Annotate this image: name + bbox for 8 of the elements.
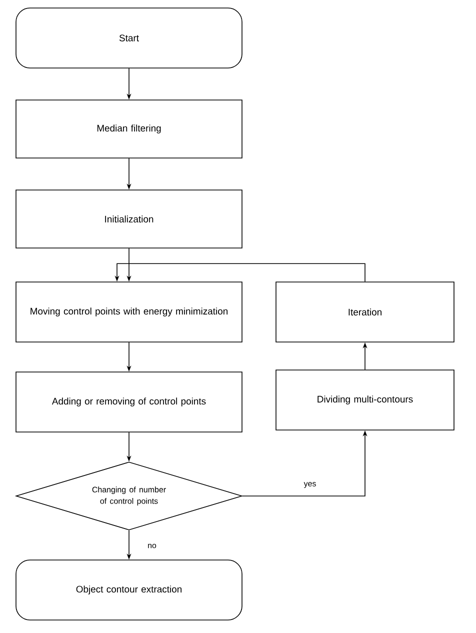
process-box: Iteration <box>276 282 454 342</box>
process-box: Median filtering <box>16 100 242 158</box>
process-box: Initialization <box>16 190 242 248</box>
process-box: Dividing multi-contours <box>276 370 454 430</box>
terminal-box: Start <box>16 8 242 68</box>
process-box: Adding or removing of control points <box>16 372 242 432</box>
terminal-box: Object contour extraction <box>16 560 242 620</box>
process-box: Moving control points with energy minimization <box>16 282 242 342</box>
